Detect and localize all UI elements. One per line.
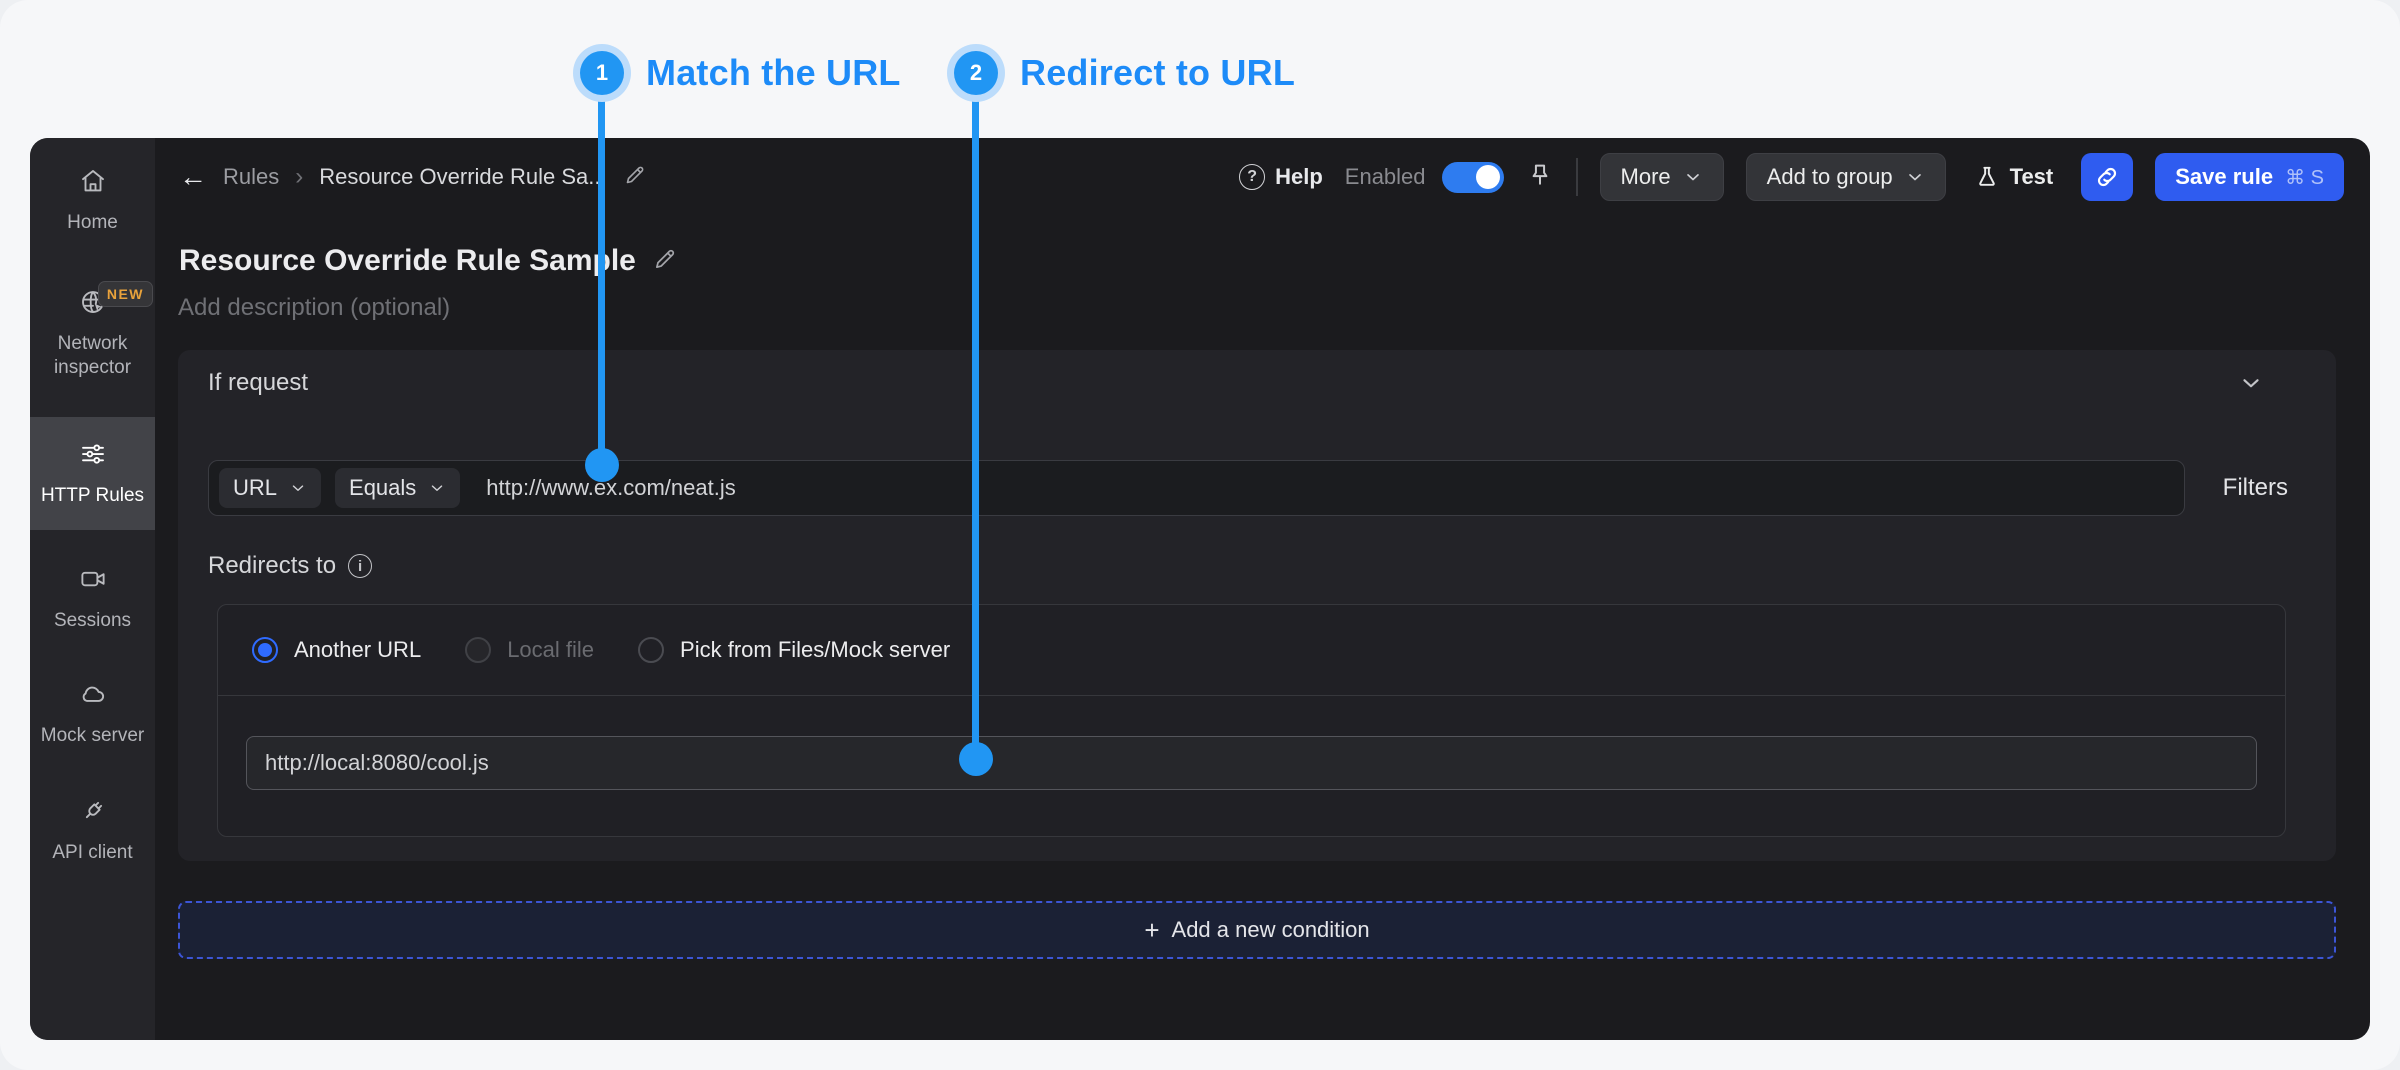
sidebar-item-label: Mock server	[40, 724, 145, 746]
breadcrumb-rules[interactable]: Rules	[223, 164, 280, 189]
if-request-body: URL Equals Filters	[178, 416, 2336, 861]
topbar-actions: ? Help Enabled More Add to group	[1239, 153, 2344, 201]
destination-url-input[interactable]	[246, 736, 2257, 790]
sidebar-item-network-inspector[interactable]: NEW Network inspector	[30, 273, 155, 398]
sidebar-item-sessions[interactable]: Sessions	[30, 550, 155, 647]
sidebar: Home NEW Network inspector HTTP Rules	[30, 138, 155, 1040]
help-button[interactable]: ? Help	[1239, 164, 1323, 190]
sidebar-item-home[interactable]: Home	[30, 152, 155, 249]
add-new-condition-button[interactable]: + Add a new condition	[178, 901, 2336, 959]
if-request-panel: If request URL Equals	[178, 350, 2336, 861]
sidebar-item-mock-server[interactable]: Mock server	[30, 665, 155, 762]
destination-box: Another URL Local file Pick from Files/M…	[217, 604, 2286, 837]
add-to-group-label: Add to group	[1766, 164, 1893, 189]
save-rule-label: Save rule	[2175, 164, 2274, 189]
toggle-knob	[1475, 165, 1500, 189]
save-shortcut: ⌘ S	[2285, 166, 2324, 189]
condition-operator-select[interactable]: Equals	[335, 468, 461, 508]
condition-key-select[interactable]: URL	[219, 468, 322, 508]
sliders-icon	[78, 439, 108, 474]
sidebar-item-api-client[interactable]: API client	[30, 782, 155, 879]
filters-button[interactable]: Filters	[2222, 474, 2288, 501]
breadcrumb-separator-icon: ›	[295, 163, 304, 190]
plus-icon: +	[1144, 915, 1160, 945]
step-2-label: Redirect to URL	[1020, 52, 1296, 93]
radio-disabled-icon	[465, 637, 492, 663]
test-button[interactable]: Test	[1968, 164, 2060, 190]
radio-pick-from-files[interactable]: Pick from Files/Mock server	[638, 637, 950, 663]
step-1-label: Match the URL	[646, 52, 901, 93]
help-label: Help	[1275, 164, 1323, 189]
sidebar-item-label: Home	[67, 212, 118, 233]
redirects-to-row: Redirects to i	[208, 552, 2306, 580]
rule-title: Resource Override Rule Sample	[179, 244, 636, 277]
breadcrumb-current: Resource Override Rule Sa...	[319, 164, 607, 189]
step-2-number: 2	[954, 51, 998, 95]
more-button[interactable]: More	[1599, 153, 1724, 201]
if-request-title: If request	[208, 369, 309, 396]
condition-url-input[interactable]	[474, 475, 2174, 501]
sidebar-item-label: API client	[52, 841, 133, 863]
flask-icon	[1978, 166, 1995, 186]
cloud-icon	[78, 679, 108, 714]
condition-operator-label: Equals	[349, 475, 417, 500]
edit-title-icon[interactable]	[652, 246, 678, 277]
condition-key-label: URL	[233, 475, 278, 500]
add-new-condition-label: Add a new condition	[1171, 917, 1370, 942]
info-icon[interactable]: i	[348, 554, 373, 578]
more-label: More	[1620, 164, 1671, 189]
video-camera-icon	[78, 564, 108, 599]
breadcrumb: ← Rules › Resource Override Rule Sa...	[179, 163, 647, 192]
radio-selected-icon	[252, 637, 278, 663]
step-1-number: 1	[580, 51, 624, 95]
save-rule-button[interactable]: Save rule ⌘ S	[2155, 153, 2344, 201]
step-1-badge: 1	[573, 44, 631, 102]
actions-divider	[1575, 158, 1578, 196]
radio-label: Another URL	[294, 637, 422, 662]
radio-another-url[interactable]: Another URL	[252, 637, 421, 663]
new-badge: NEW	[97, 280, 153, 307]
radio-label: Local file	[507, 637, 595, 662]
chevron-down-icon	[292, 485, 304, 491]
rule-description-placeholder[interactable]: Add description (optional)	[178, 294, 451, 321]
radio-label: Pick from Files/Mock server	[680, 637, 951, 662]
destination-input-wrap	[218, 696, 2285, 836]
back-arrow-icon[interactable]: ←	[179, 161, 207, 192]
main-area: ← Rules › Resource Override Rule Sa... ?…	[155, 138, 2370, 1040]
step-2-badge: 2	[947, 44, 1005, 102]
chevron-down-icon	[2243, 379, 2259, 388]
app-window: Home NEW Network inspector HTTP Rules	[30, 138, 2370, 1040]
help-icon: ?	[1239, 164, 1266, 190]
sidebar-item-http-rules[interactable]: HTTP Rules	[30, 417, 155, 530]
enabled-toggle[interactable]	[1441, 161, 1504, 193]
chevron-down-icon	[432, 485, 443, 491]
add-to-group-button[interactable]: Add to group	[1745, 153, 1946, 201]
home-icon	[78, 166, 108, 201]
sidebar-item-label: Sessions	[53, 610, 132, 631]
test-label: Test	[2009, 164, 2054, 189]
condition-strip: URL Equals	[208, 460, 2185, 516]
destination-type-options: Another URL Local file Pick from Files/M…	[218, 605, 2285, 696]
enabled-label: Enabled	[1344, 164, 1426, 189]
radio-unselected-icon	[638, 637, 665, 663]
chevron-down-icon	[1686, 174, 1699, 181]
plug-icon	[78, 796, 108, 831]
sidebar-item-label: Network inspector	[53, 332, 132, 378]
condition-row: URL Equals Filters	[208, 460, 2306, 516]
chevron-down-icon	[1908, 174, 1921, 181]
edit-name-icon[interactable]	[623, 163, 647, 192]
if-request-header[interactable]: If request	[178, 350, 2336, 416]
redirects-to-label: Redirects to	[208, 552, 337, 579]
radio-local-file[interactable]: Local file	[465, 637, 594, 663]
link-icon	[2098, 167, 2117, 187]
topbar: ← Rules › Resource Override Rule Sa... ?…	[155, 138, 2370, 210]
sidebar-item-label: HTTP Rules	[40, 485, 145, 507]
pin-icon[interactable]	[1526, 161, 1554, 194]
share-link-button[interactable]	[2081, 153, 2134, 201]
rule-editor: Resource Override Rule Sample Add descri…	[155, 210, 2370, 1040]
